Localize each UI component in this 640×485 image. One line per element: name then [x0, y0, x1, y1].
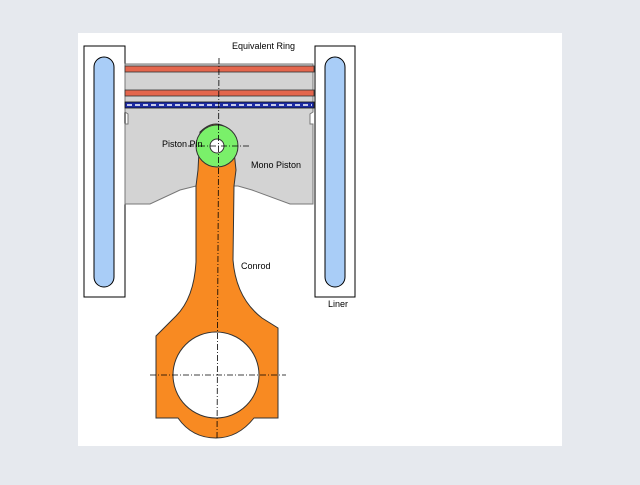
label-mono-piston: Mono Piston [251, 160, 302, 170]
liner-right-coolant [324, 56, 346, 288]
liner-right [314, 45, 356, 298]
label-equivalent-ring: Equivalent Ring [232, 41, 296, 51]
label-piston-pin: Piston Pin [162, 139, 203, 149]
piston-ring-top [124, 65, 315, 73]
center-line-vertical [216, 57, 220, 441]
label-liner: Liner [328, 299, 349, 309]
piston-ring-middle [124, 89, 315, 97]
liner-left-coolant [93, 56, 115, 288]
label-conrod: Conrod [241, 261, 271, 271]
liner-left [83, 45, 126, 298]
